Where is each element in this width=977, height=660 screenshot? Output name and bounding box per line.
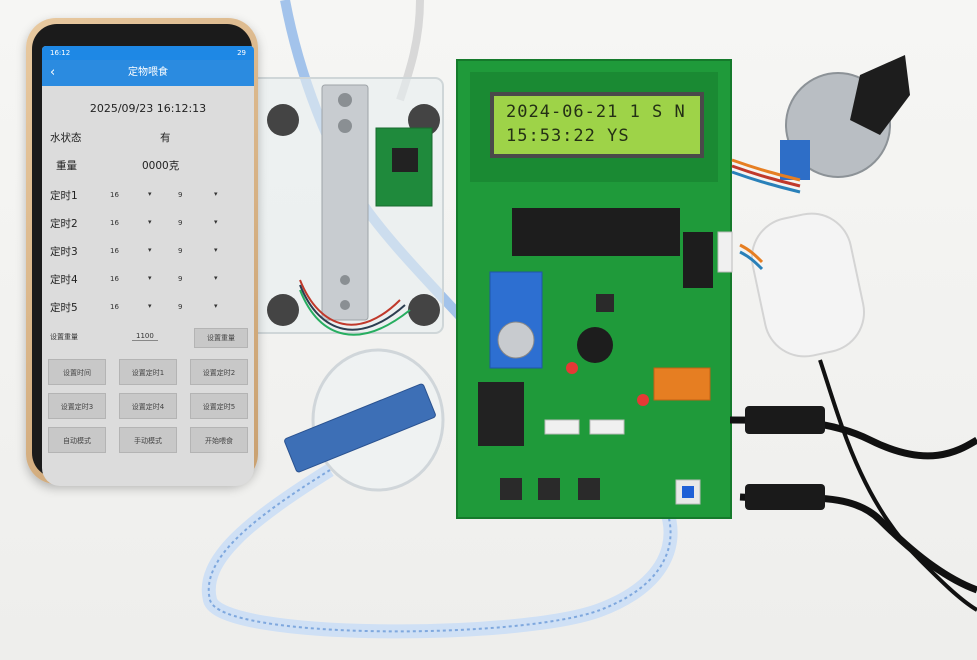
timer-minute-select[interactable]: 9: [178, 247, 183, 255]
set-timer5-button[interactable]: 设置定时5: [190, 393, 248, 419]
start-feeding-button[interactable]: 开始喂食: [190, 427, 248, 453]
chevron-down-icon[interactable]: ▾: [214, 190, 218, 198]
timer-label: 定时4: [50, 274, 78, 286]
microcontroller-chip: [512, 208, 680, 256]
set-weight-button[interactable]: 设置重量: [194, 328, 248, 348]
smartphone: 16:12 29 ‹ 定物喂食 2025/09/23 16:12:13 水状态 …: [26, 18, 258, 486]
status-time: 16:12: [50, 49, 71, 57]
chevron-down-icon[interactable]: ▾: [214, 246, 218, 254]
timer-hour-select[interactable]: 16: [110, 219, 119, 227]
water-value: 有: [160, 132, 171, 144]
back-arrow-icon[interactable]: ‹: [50, 65, 56, 80]
chevron-down-icon[interactable]: ▾: [214, 302, 218, 310]
timer-minute-select[interactable]: 9: [178, 275, 183, 283]
app-bar: ‹ 定物喂食: [42, 60, 254, 86]
timer-hour-select[interactable]: 16: [110, 247, 119, 255]
phone-bezel: 16:12 29 ‹ 定物喂食 2025/09/23 16:12:13 水状态 …: [32, 24, 254, 486]
app-title: 定物喂食: [128, 67, 168, 78]
phone-screen: 16:12 29 ‹ 定物喂食 2025/09/23 16:12:13 水状态 …: [42, 46, 254, 486]
chevron-down-icon[interactable]: ▾: [214, 274, 218, 282]
datetime-text: 2025/09/23 16:12:13: [89, 102, 207, 115]
timer-label: 定时3: [50, 246, 78, 258]
buzzer: [577, 327, 613, 363]
set-weight-row: 设置重量 1100 设置重量: [42, 328, 254, 348]
chevron-down-icon[interactable]: ▾: [148, 274, 152, 282]
set-timer3-button[interactable]: 设置定时3: [48, 393, 106, 419]
weight-value: 0000克: [142, 160, 180, 172]
power-cable-2: [739, 493, 977, 594]
wireless-module: [478, 382, 524, 446]
lcd-line-1: 2024-06-21 1 S N: [506, 102, 686, 122]
chevron-down-icon[interactable]: ▾: [148, 218, 152, 226]
set-timer1-button[interactable]: 设置定时1: [119, 359, 177, 385]
set-time-button[interactable]: 设置时间: [48, 359, 106, 385]
water-label: 水状态: [50, 132, 82, 144]
timer-label: 定时1: [50, 190, 78, 202]
status-battery: 29: [237, 49, 246, 57]
lcd-line-2: 15:53:22 YS: [506, 126, 630, 146]
chevron-down-icon[interactable]: ▾: [148, 302, 152, 310]
timer-hour-select[interactable]: 16: [110, 275, 119, 283]
timer-hour-select[interactable]: 16: [110, 303, 119, 311]
set-weight-label: 设置重量: [50, 333, 78, 341]
chevron-down-icon[interactable]: ▾: [214, 218, 218, 226]
set-timer4-button[interactable]: 设置定时4: [119, 393, 177, 419]
timer-label: 定时5: [50, 302, 78, 314]
status-bar: 16:12 29: [42, 46, 254, 60]
manual-mode-button[interactable]: 手动模式: [119, 427, 177, 453]
water-pump: [750, 212, 866, 358]
timer-minute-select[interactable]: 9: [178, 191, 183, 199]
water-level-sensor: [284, 383, 436, 473]
relay: [653, 367, 711, 401]
load-cell-bar: [321, 84, 369, 321]
lcd-display: 2024-06-21 1 S N 15:53:22 YS: [490, 92, 704, 158]
timer-minute-select[interactable]: 9: [178, 303, 183, 311]
timer-hour-select[interactable]: 16: [110, 191, 119, 199]
chevron-down-icon[interactable]: ▾: [148, 246, 152, 254]
set-weight-input[interactable]: 1100: [132, 332, 158, 341]
weight-label: 重量: [56, 160, 77, 172]
auto-mode-button[interactable]: 自动模式: [48, 427, 106, 453]
timer-minute-select[interactable]: 9: [178, 219, 183, 227]
timer-label: 定时2: [50, 218, 78, 230]
set-timer2-button[interactable]: 设置定时2: [190, 359, 248, 385]
chevron-down-icon[interactable]: ▾: [148, 190, 152, 198]
